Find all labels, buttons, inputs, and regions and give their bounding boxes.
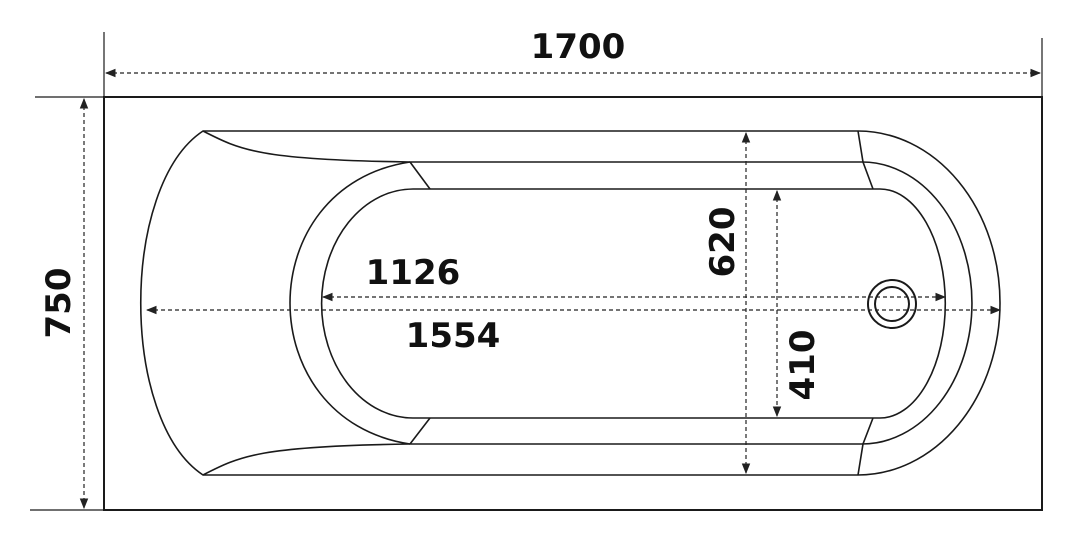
headrest-contour-top	[202, 130, 411, 163]
tub-outer-frame	[103, 96, 1043, 511]
foot-end-transition-top	[857, 130, 874, 190]
foot-end-transition-bottom	[857, 417, 874, 476]
head-end-transition-bottom	[409, 417, 431, 445]
label-inner-width-min: 410	[783, 330, 823, 401]
drain-inner-ring	[874, 286, 910, 322]
label-inner-width-max: 620	[703, 207, 743, 278]
head-end-transition-top	[409, 161, 431, 190]
headrest-contour-bottom	[202, 443, 411, 476]
label-interior-length: 1554	[406, 316, 501, 356]
tub-floor-outline	[320, 188, 947, 419]
label-inner-length: 1126	[366, 253, 461, 293]
drain-outer-ring	[867, 279, 917, 329]
bowl-outline	[289, 161, 973, 445]
label-overall-width: 750	[39, 268, 79, 339]
label-overall-length: 1700	[531, 27, 626, 67]
tub-rim-outline	[140, 130, 1001, 476]
